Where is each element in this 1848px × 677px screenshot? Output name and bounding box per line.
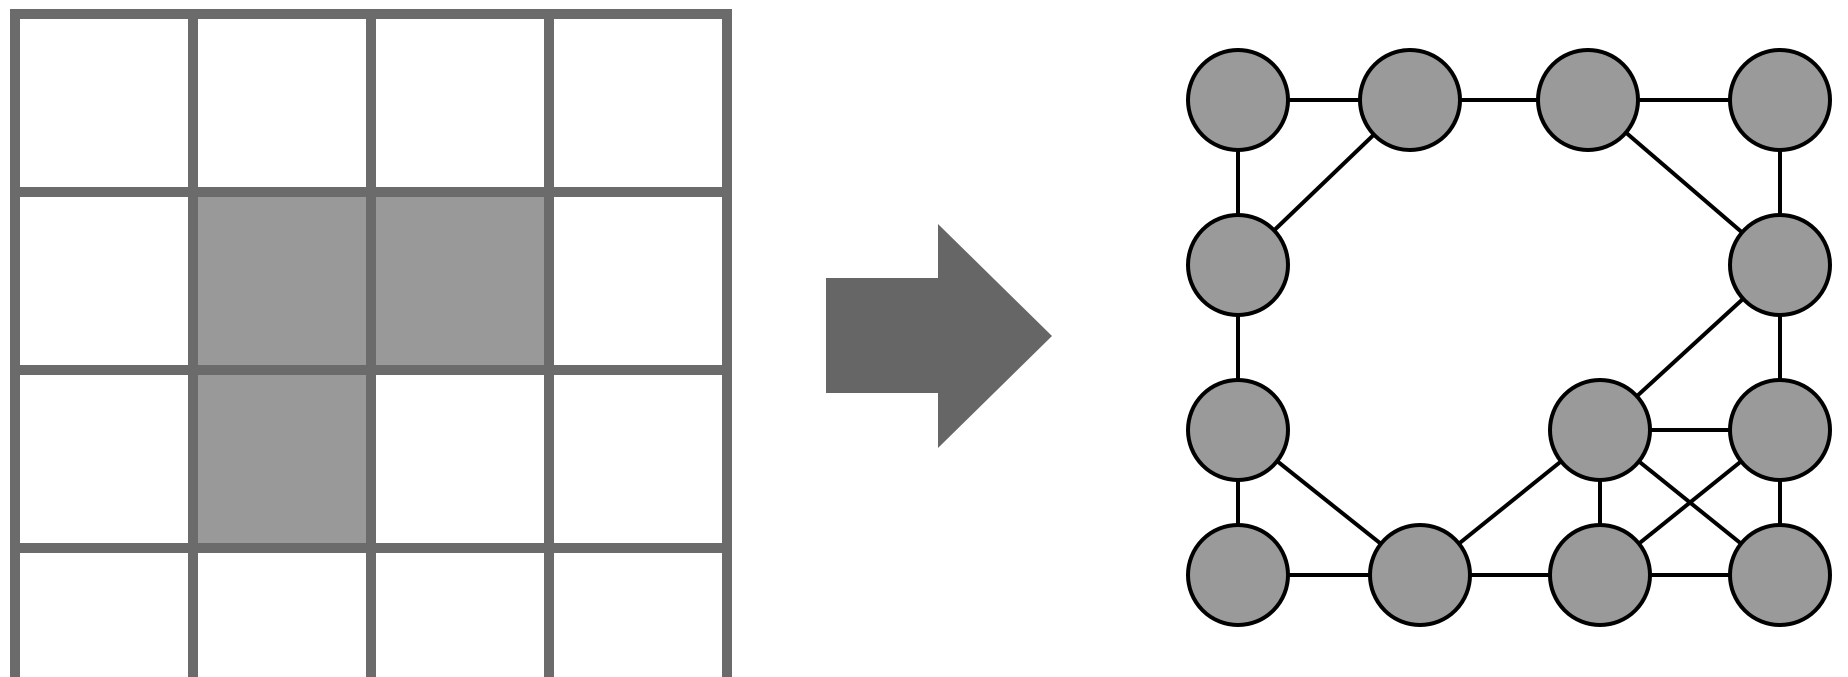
grid-cell-r1-c2[interactable] bbox=[376, 197, 544, 365]
graph-node-n7[interactable] bbox=[1548, 378, 1652, 482]
graph-node-n1[interactable] bbox=[1358, 48, 1462, 152]
grid-cell-r1-c3[interactable] bbox=[554, 197, 722, 365]
graph-node-n8[interactable] bbox=[1728, 378, 1832, 482]
grid-cell-r1-c1[interactable] bbox=[198, 197, 366, 365]
grid-cell-r2-c3[interactable] bbox=[554, 375, 722, 543]
graph-node-n12[interactable] bbox=[1728, 523, 1832, 627]
grid-cell-r0-c2[interactable] bbox=[376, 19, 544, 187]
grid-cell-r2-c2[interactable] bbox=[376, 375, 544, 543]
graph-node-n4[interactable] bbox=[1186, 213, 1290, 317]
grid-cell-r3-c1[interactable] bbox=[198, 553, 366, 677]
graph-node-n3[interactable] bbox=[1728, 48, 1832, 152]
graph-node-n5[interactable] bbox=[1728, 213, 1832, 317]
grid-cell-r3-c0[interactable] bbox=[20, 553, 188, 677]
grid-cell-r0-c0[interactable] bbox=[20, 19, 188, 187]
graph-node-n0[interactable] bbox=[1186, 48, 1290, 152]
graph-node-n2[interactable] bbox=[1536, 48, 1640, 152]
graph-node-n9[interactable] bbox=[1186, 523, 1290, 627]
grid-cell-r1-c0[interactable] bbox=[20, 197, 188, 365]
grid-cell-r0-c1[interactable] bbox=[198, 19, 366, 187]
grid-cell-r2-c0[interactable] bbox=[20, 375, 188, 543]
occupancy-grid[interactable] bbox=[10, 9, 732, 677]
graph-node-n6[interactable] bbox=[1186, 378, 1290, 482]
transformation-arrow bbox=[826, 224, 1052, 448]
arrow-right-icon bbox=[826, 224, 1052, 448]
grid-cell-r3-c2[interactable] bbox=[376, 553, 544, 677]
grid-cell-r3-c3[interactable] bbox=[554, 553, 722, 677]
graph-node-n11[interactable] bbox=[1548, 523, 1652, 627]
grid-cell-r0-c3[interactable] bbox=[554, 19, 722, 187]
grid-cell-r2-c1[interactable] bbox=[198, 375, 366, 543]
graph-nodes[interactable] bbox=[1186, 48, 1832, 627]
graph-node-n10[interactable] bbox=[1368, 523, 1472, 627]
